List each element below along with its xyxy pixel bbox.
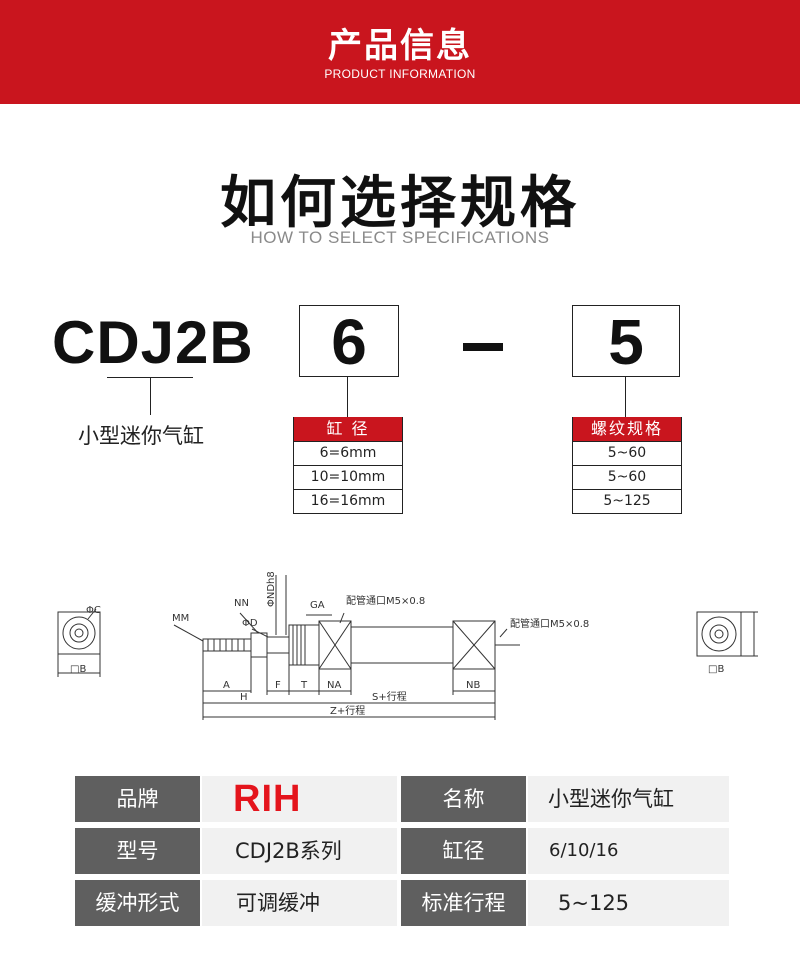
right-end-view bbox=[696, 611, 758, 657]
info-label: 缸径 bbox=[401, 828, 526, 874]
info-row-cushion: 缓冲形式 可调缓冲 标准行程 5~125 bbox=[75, 880, 729, 926]
bore-table: 缸 径 6=6mm 10=10mm 16=16mm bbox=[293, 417, 403, 514]
brand-logo: RIH bbox=[202, 776, 397, 822]
label-ga: GA bbox=[310, 600, 325, 611]
label-z-stroke: Z+行程 bbox=[330, 704, 365, 717]
label-mm: MM bbox=[172, 613, 189, 624]
bore-table-row: 6=6mm bbox=[294, 441, 402, 465]
thread-connector bbox=[625, 377, 626, 417]
banner-subtitle: PRODUCT INFORMATION bbox=[324, 67, 476, 81]
bore-table-row: 10=10mm bbox=[294, 465, 402, 489]
bore-digit-box: 6 bbox=[299, 305, 399, 378]
info-row-model: 型号 CDJ2B系列 缸径 6/10/16 bbox=[75, 828, 729, 874]
separator-dash bbox=[463, 343, 503, 351]
dimension-drawing: ΦC □B □B MM NN ΦD ΦNDh8 GA 配管通口M5×0.8 配管… bbox=[57, 571, 758, 720]
label-a: A bbox=[223, 680, 230, 691]
info-value: 6/10/16 bbox=[528, 828, 729, 874]
bore-connector bbox=[347, 377, 348, 417]
info-label: 型号 bbox=[75, 828, 200, 874]
model-name: 小型迷你气缸 bbox=[78, 424, 204, 448]
info-label: 名称 bbox=[401, 776, 526, 822]
label-b-left: □B bbox=[70, 664, 86, 675]
banner-title: 产品信息 bbox=[328, 26, 472, 66]
thread-digit-box: 5 bbox=[572, 305, 680, 378]
label-na: NA bbox=[327, 680, 341, 691]
label-nb: NB bbox=[466, 680, 480, 691]
label-s-stroke: S+行程 bbox=[372, 690, 407, 703]
info-value: CDJ2B系列 bbox=[202, 828, 397, 874]
thread-table-row: 5~60 bbox=[573, 441, 681, 465]
bore-table-header: 缸 径 bbox=[294, 417, 402, 441]
thread-table: 螺纹规格 5~60 5~60 5~125 bbox=[572, 417, 682, 514]
model-connector bbox=[150, 377, 151, 415]
info-value: 5~125 bbox=[528, 880, 729, 926]
thread-table-row: 5~60 bbox=[573, 465, 681, 489]
thread-table-row: 5~125 bbox=[573, 489, 681, 513]
label-port-front: 配管通口M5×0.8 bbox=[346, 594, 425, 607]
left-end-view bbox=[57, 608, 101, 677]
dimension-lines bbox=[202, 651, 496, 720]
model-code: CDJ2B bbox=[52, 309, 254, 376]
label-f: F bbox=[275, 680, 281, 691]
info-label: 缓冲形式 bbox=[75, 880, 200, 926]
info-value: 可调缓冲 bbox=[202, 880, 397, 926]
label-phi-c: ΦC bbox=[86, 605, 101, 616]
label-phi-d: ΦD bbox=[242, 618, 258, 629]
section-title: 如何选择规格 bbox=[220, 171, 580, 236]
header-banner: 产品信息 PRODUCT INFORMATION bbox=[0, 0, 800, 104]
label-t: T bbox=[300, 680, 308, 691]
section-subtitle: HOW TO SELECT SPECIFICATIONS bbox=[250, 228, 550, 247]
info-label: 标准行程 bbox=[401, 880, 526, 926]
info-row-brand: 品牌 RIH 名称 小型迷你气缸 bbox=[75, 776, 729, 822]
label-h: H bbox=[240, 692, 248, 703]
cylinder-body bbox=[202, 620, 520, 670]
label-port-rear: 配管通口M5×0.8 bbox=[510, 617, 589, 630]
info-label: 品牌 bbox=[75, 776, 200, 822]
thread-table-header: 螺纹规格 bbox=[573, 417, 681, 441]
leader-lines bbox=[173, 575, 508, 642]
label-phi-nd: ΦNDh8 bbox=[266, 571, 277, 607]
info-value: 小型迷你气缸 bbox=[528, 776, 729, 822]
bore-table-row: 16=16mm bbox=[294, 489, 402, 513]
label-nn: NN bbox=[234, 598, 249, 609]
label-b-right: □B bbox=[708, 664, 724, 675]
